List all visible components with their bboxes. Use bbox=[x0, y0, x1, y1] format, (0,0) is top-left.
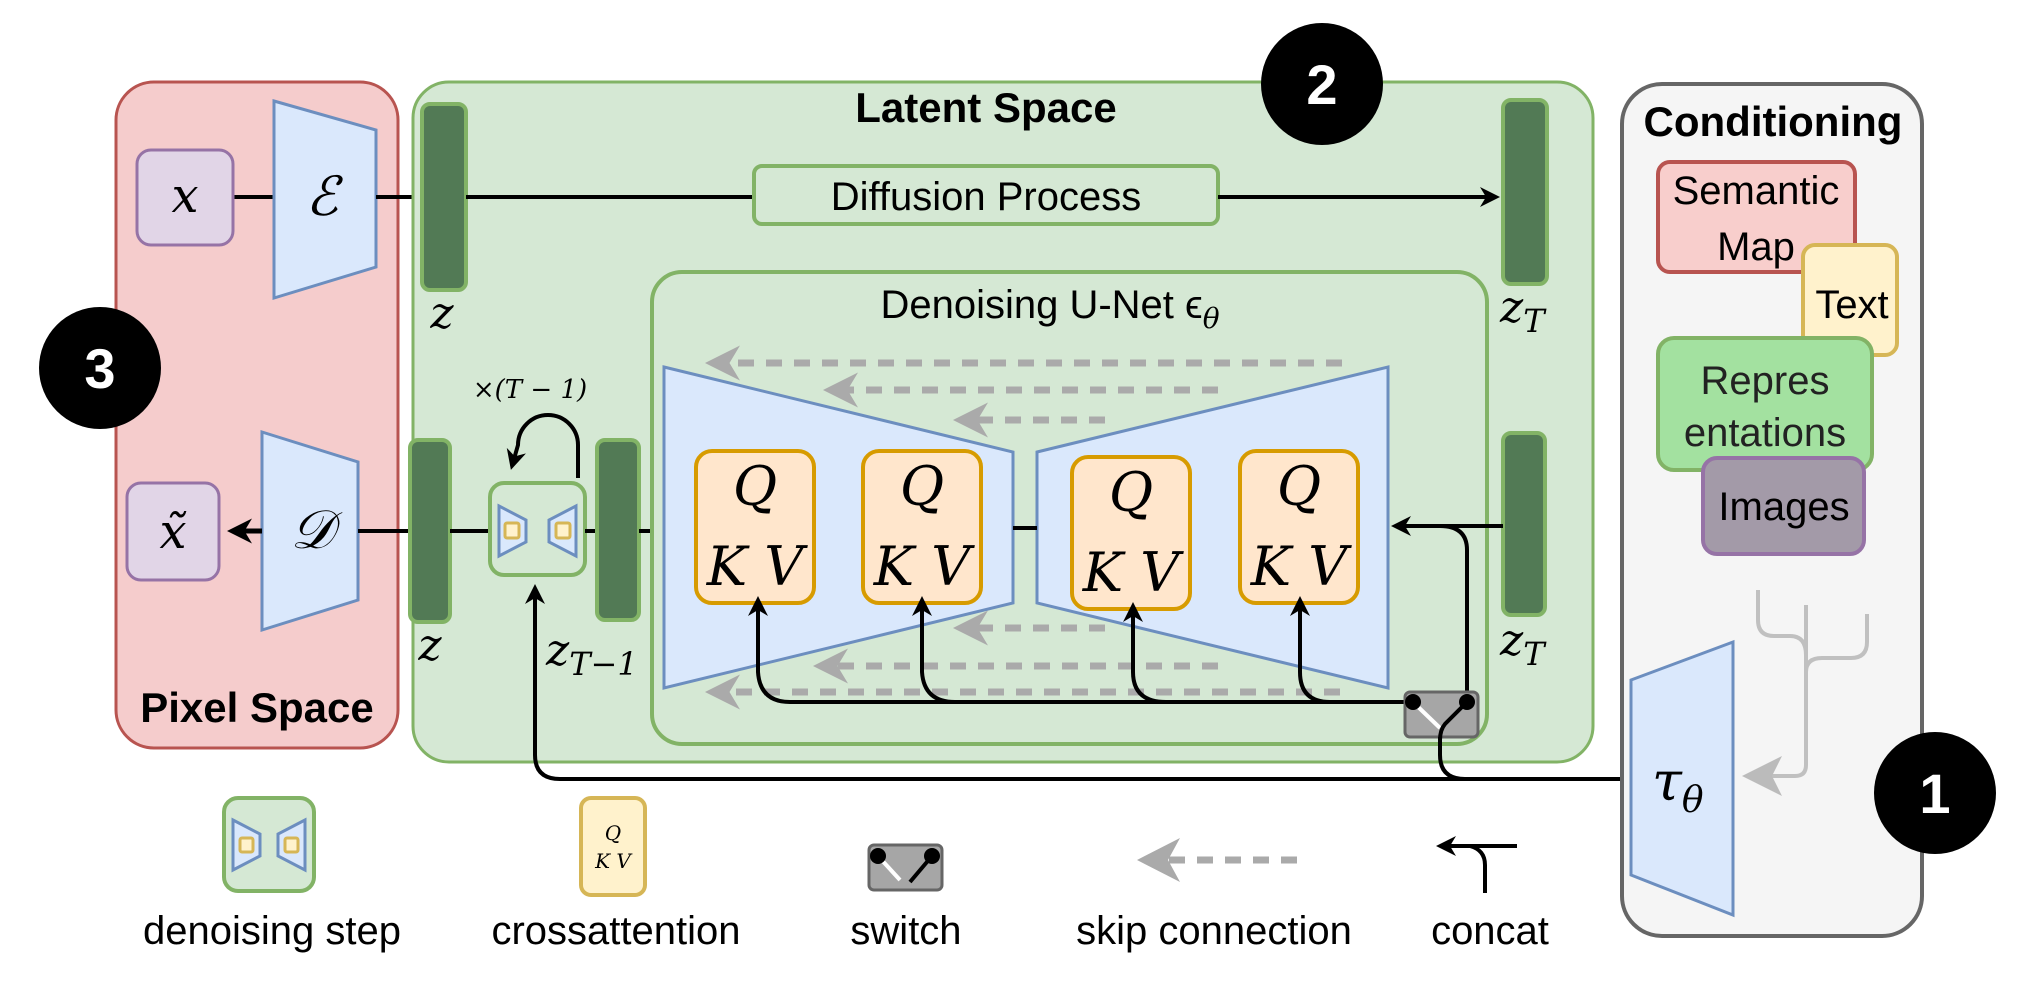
latent-z-top-label: z bbox=[429, 288, 454, 339]
qkv-block-3: Q K V bbox=[1070, 455, 1192, 611]
svg-text:Text: Text bbox=[1815, 283, 1888, 327]
svg-text:Q: Q bbox=[605, 821, 621, 845]
denoising-step-block bbox=[488, 481, 587, 577]
encoder-label: ℰ bbox=[306, 165, 344, 228]
latent-zT-top-bar bbox=[1501, 98, 1549, 286]
svg-text:Q: Q bbox=[733, 455, 777, 518]
legend-skip-connection-label: skip connection bbox=[1076, 909, 1352, 953]
svg-text:K V: K V bbox=[1082, 541, 1185, 604]
tau-encoder-block bbox=[1629, 639, 1735, 918]
representations-input: Repres entations bbox=[1656, 336, 1874, 472]
svg-text:K V: K V bbox=[1250, 535, 1353, 598]
conditioning-panel: Conditioning Semantic Map Text Repres en… bbox=[1620, 82, 1924, 938]
skip-connection-icon bbox=[1137, 838, 1297, 882]
output-image-x-tilde bbox=[125, 481, 221, 582]
legend-crossattention-label: crossattention bbox=[491, 909, 740, 953]
switch-block bbox=[1403, 690, 1480, 741]
conditioning-merge-arrowhead bbox=[1742, 756, 1782, 796]
legend-switch: switch bbox=[850, 843, 962, 953]
tau-to-denoising-line bbox=[525, 584, 1465, 781]
text-input: Text bbox=[1801, 243, 1899, 357]
latent-zT1-bar bbox=[595, 438, 641, 622]
svg-text:K V: K V bbox=[594, 849, 633, 873]
diffusion-process-label: Diffusion Process bbox=[831, 175, 1142, 219]
svg-text:Q: Q bbox=[900, 455, 944, 518]
encoder-block bbox=[272, 99, 378, 301]
conditioning-merge-tree bbox=[1756, 590, 1869, 778]
repeat-label: ×(T − 1) bbox=[473, 375, 587, 405]
svg-text:2: 2 bbox=[1306, 53, 1337, 116]
input-image-label: x bbox=[171, 168, 198, 224]
images-input: Images bbox=[1701, 456, 1866, 556]
badge-1: 1 bbox=[1874, 732, 1996, 854]
qkv-block-2: Q K V bbox=[861, 449, 983, 605]
qkv-block-4: Q K V bbox=[1238, 449, 1360, 605]
denoising-step-icon bbox=[222, 796, 316, 893]
tau-encoder-label: τθ bbox=[1652, 750, 1704, 821]
crossattention-icon: Q K V bbox=[579, 796, 647, 897]
repeat-loop-arrow bbox=[506, 413, 580, 478]
switch-icon bbox=[867, 843, 944, 892]
svg-text:Repres: Repres bbox=[1701, 359, 1830, 403]
pixel-space-panel: Pixel Space x ℰ x̃ 𝒟 bbox=[114, 80, 422, 750]
legend-denoising-step-label: denoising step bbox=[143, 909, 401, 953]
concat-line bbox=[1439, 524, 1469, 702]
latent-zT-bottom-label: zT bbox=[1499, 615, 1547, 673]
svg-text:Q: Q bbox=[1277, 455, 1321, 518]
badge-2: 2 bbox=[1261, 23, 1383, 145]
svg-text:Map: Map bbox=[1717, 225, 1795, 269]
legend-denoising-step: denoising step bbox=[143, 796, 401, 953]
latent-space-panel: Latent Space z Diffusion Process zT z ×(… bbox=[408, 80, 1595, 764]
legend-skip-connection: skip connection bbox=[1076, 838, 1352, 953]
latent-z-top-bar bbox=[420, 102, 468, 292]
legend-concat: concat bbox=[1431, 836, 1549, 953]
qkv-block-1: Q K V bbox=[694, 449, 816, 605]
svg-text:3: 3 bbox=[84, 337, 115, 400]
output-image-label: x̃ bbox=[159, 504, 186, 560]
input-image-x bbox=[135, 148, 235, 247]
svg-text:Semantic: Semantic bbox=[1673, 169, 1840, 213]
svg-text:Q: Q bbox=[1109, 461, 1153, 524]
latent-space-title: Latent Space bbox=[855, 84, 1116, 131]
svg-text:1: 1 bbox=[1919, 762, 1950, 825]
latent-zT-bottom-bar bbox=[1501, 431, 1547, 617]
legend-crossattention: Q K V crossattention bbox=[491, 796, 741, 953]
pixel-space-title: Pixel Space bbox=[140, 684, 373, 731]
latent-z-bottom-bar bbox=[408, 438, 452, 624]
decoder-block bbox=[260, 429, 360, 633]
latent-z-bottom-label: z bbox=[417, 620, 442, 671]
legend-switch-label: switch bbox=[850, 909, 961, 953]
legend-concat-label: concat bbox=[1431, 909, 1549, 953]
semantic-map-input: Semantic Map bbox=[1656, 160, 1857, 274]
crossattention-feeds bbox=[748, 596, 1413, 704]
svg-text:Images: Images bbox=[1718, 485, 1849, 529]
svg-text:K V: K V bbox=[873, 535, 976, 598]
latent-zT-top-label: zT bbox=[1499, 282, 1547, 340]
conditioning-title: Conditioning bbox=[1644, 98, 1903, 145]
skip-connections bbox=[705, 345, 1342, 710]
legend: denoising step Q K V crossattention swit… bbox=[143, 796, 1549, 953]
svg-text:entations: entations bbox=[1684, 411, 1846, 455]
badge-3: 3 bbox=[39, 307, 161, 429]
svg-text:K V: K V bbox=[706, 535, 809, 598]
unet-title: Denoising U-Net ϵθ bbox=[880, 283, 1219, 335]
latent-zT1-label: zT−1 bbox=[545, 625, 638, 683]
concat-icon bbox=[1436, 836, 1517, 893]
